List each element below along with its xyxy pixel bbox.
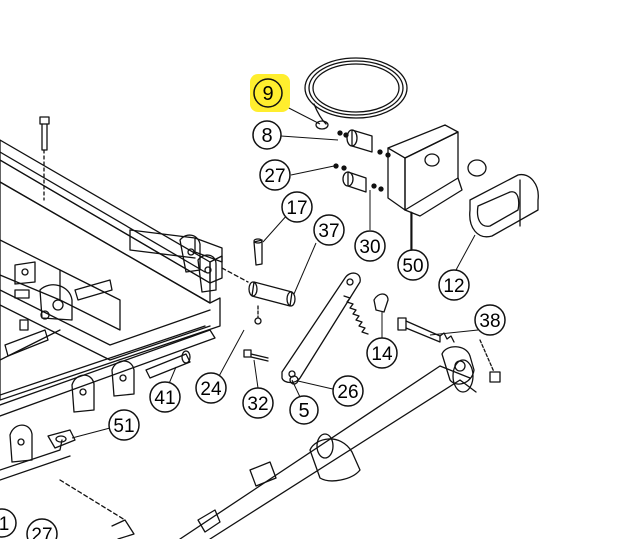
callout-30-label: 30: [359, 237, 380, 258]
part-50-bracket: [387, 124, 463, 259]
part-26-washer: [289, 375, 299, 385]
callout-1: 1: [0, 508, 17, 538]
callout-32-label: 32: [247, 394, 268, 415]
callout-5: 5: [289, 395, 319, 425]
callout-24: 24: [195, 372, 227, 404]
part-37-tube: [248, 281, 296, 307]
main-frame: [0, 139, 223, 417]
callout-41: 41: [149, 381, 181, 413]
callout-5-label: 5: [298, 400, 309, 422]
callout-50: 50: [397, 249, 429, 281]
callout-30: 30: [354, 230, 386, 262]
cylinder: [179, 359, 477, 540]
callout-9-label: 9: [262, 83, 273, 105]
callout-1-label: 1: [0, 514, 9, 535]
callout-37-label: 37: [318, 221, 339, 242]
callout-12-label: 12: [443, 276, 464, 297]
callout-27-upper: 27: [259, 159, 291, 191]
callout-26-label: 26: [337, 382, 358, 403]
part-12-light: [467, 159, 539, 238]
callout-8-label: 8: [261, 125, 272, 147]
callout-9: 9: [250, 74, 290, 112]
callout-24-label: 24: [200, 379, 222, 400]
callout-51: 51: [108, 409, 140, 441]
part-17-pin: [253, 238, 263, 266]
lower-tabs: [0, 360, 135, 481]
part-41-pin: [145, 350, 191, 379]
callout-14: 14: [366, 337, 398, 369]
part-14-clip: [373, 293, 389, 313]
callout-27-upper-label: 27: [264, 166, 285, 187]
callout-32: 32: [242, 387, 274, 419]
leader-lines: [71, 103, 479, 439]
spring: [343, 295, 369, 335]
callout-51-label: 51: [113, 416, 134, 437]
callout-27-lower-label: 27: [31, 525, 52, 539]
callout-14-label: 14: [371, 344, 393, 365]
part-9-cable: [304, 57, 408, 130]
callout-50-label: 50: [402, 256, 423, 277]
callout-37: 37: [313, 214, 345, 246]
callout-17: 17: [281, 191, 313, 223]
callout-12: 12: [438, 269, 470, 301]
callout-41-label: 41: [154, 388, 175, 409]
callout-38-label: 38: [479, 311, 500, 332]
hitch-parts: [0, 261, 113, 361]
part-8-bushing: [333, 129, 391, 193]
frame-bolt: [39, 116, 50, 201]
part-32-bolt: [243, 349, 269, 362]
callout-27-lower: 27: [26, 518, 58, 544]
callout-38: 38: [474, 304, 506, 336]
callout-17-label: 17: [286, 198, 307, 219]
callout-26: 26: [332, 375, 364, 407]
part-51-bracket: [47, 429, 76, 449]
part-5-arm: [281, 272, 361, 384]
callout-8: 8: [252, 120, 282, 150]
